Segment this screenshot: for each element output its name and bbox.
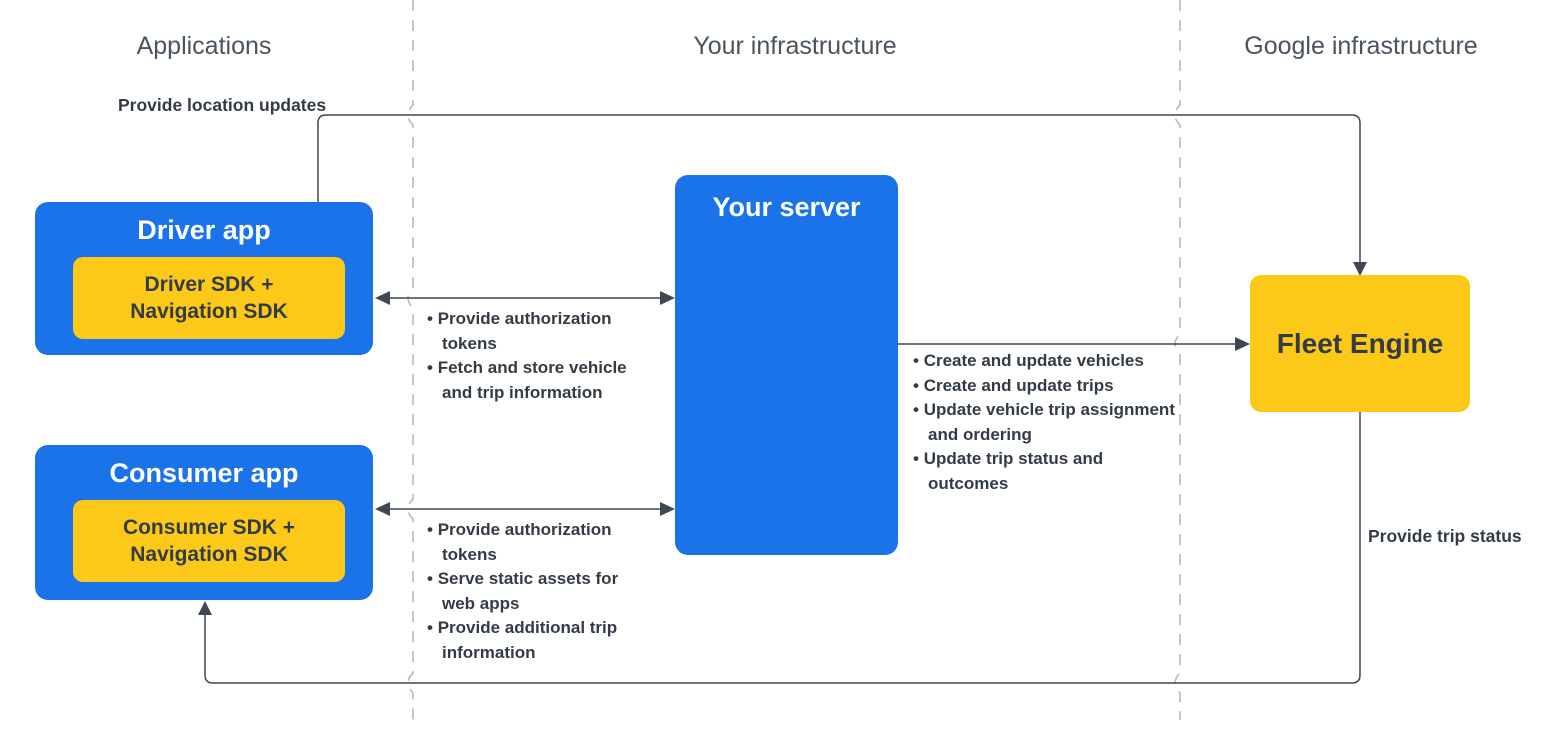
node-your-server: Your server bbox=[675, 175, 898, 555]
arrowhead-left-consumer-app bbox=[375, 502, 390, 516]
list-item: Serve static assets for web apps bbox=[427, 567, 647, 616]
consumer-app-title: Consumer app bbox=[109, 458, 299, 488]
list-item: Create and update vehicles bbox=[913, 349, 1177, 374]
list-item: Provide authorization tokens bbox=[427, 518, 647, 567]
column-header-google-infrastructure: Google infrastructure bbox=[1244, 32, 1478, 60]
column-header-applications: Applications bbox=[136, 32, 272, 60]
node-consumer-sdk: Consumer SDK + Navigation SDK bbox=[73, 500, 345, 582]
edge-list-consumer-server: Provide authorization tokens Serve stati… bbox=[427, 518, 647, 665]
list-item: Fetch and store vehicle and trip informa… bbox=[427, 356, 657, 405]
edge-location-updates bbox=[317, 114, 1367, 276]
arrowhead-left-driver-app bbox=[375, 291, 390, 305]
driver-sdk-label: Driver SDK + Navigation SDK bbox=[130, 272, 288, 323]
column-divider-left bbox=[407, 0, 414, 720]
arrowhead-down-fleet-engine bbox=[1353, 262, 1367, 276]
edge-driver-server bbox=[375, 291, 675, 305]
edge-label-provide-location-updates: Provide location updates bbox=[118, 95, 327, 115]
edge-consumer-server bbox=[375, 502, 675, 516]
edge-list-driver-server: Provide authorization tokens Fetch and s… bbox=[427, 307, 657, 405]
list-item: Create and update trips bbox=[913, 374, 1177, 399]
edge-trip-status bbox=[198, 412, 1361, 684]
list-item: Update vehicle trip assignment and order… bbox=[913, 398, 1177, 447]
your-server-title: Your server bbox=[712, 192, 861, 222]
arrowhead-right-your-server bbox=[660, 291, 675, 305]
driver-app-title: Driver app bbox=[137, 215, 271, 245]
list-item: Provide authorization tokens bbox=[427, 307, 657, 356]
node-consumer-app: Consumer app Consumer SDK + Navigation S… bbox=[35, 445, 373, 600]
arrowhead-right-fleet-engine bbox=[1235, 337, 1250, 351]
arrowhead-up-consumer-app bbox=[198, 601, 212, 615]
edge-label-provide-trip-status: Provide trip status bbox=[1368, 526, 1522, 546]
edge-server-fleet bbox=[898, 337, 1250, 351]
consumer-sdk-label: Consumer SDK + Navigation SDK bbox=[122, 515, 296, 566]
fleet-engine-title: Fleet Engine bbox=[1276, 327, 1444, 359]
node-fleet-engine: Fleet Engine bbox=[1250, 275, 1470, 412]
node-driver-sdk: Driver SDK + Navigation SDK bbox=[73, 257, 345, 339]
node-driver-app: Driver app Driver SDK + Navigation SDK bbox=[35, 202, 373, 355]
edge-list-server-fleet: Create and update vehicles Create and up… bbox=[913, 349, 1177, 496]
list-item: Provide additional trip information bbox=[427, 616, 647, 665]
column-header-your-infrastructure: Your infrastructure bbox=[693, 32, 897, 60]
arrowhead-right-your-server bbox=[660, 502, 675, 516]
list-item: Update trip status and outcomes bbox=[913, 447, 1177, 496]
